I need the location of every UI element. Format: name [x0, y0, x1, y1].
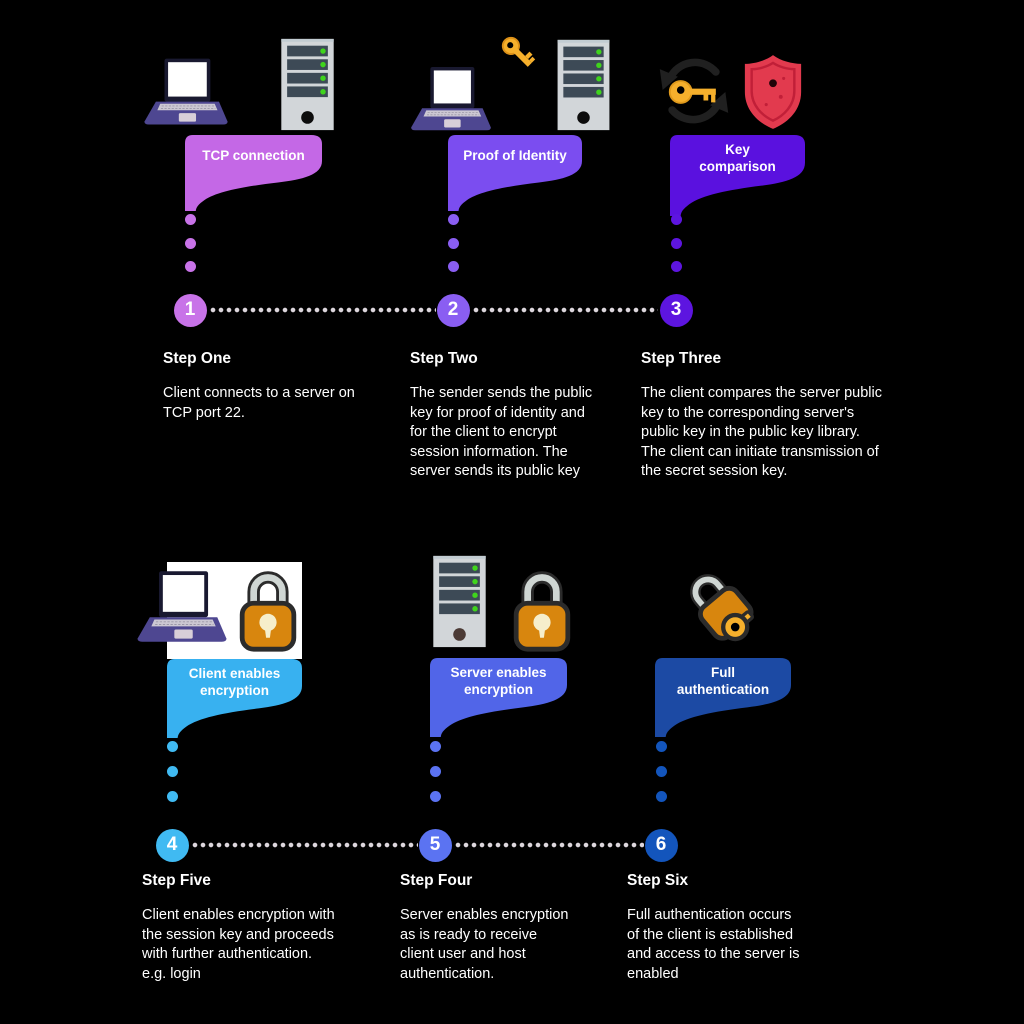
step-number-badge: 5: [418, 828, 452, 862]
trail-dot: [655, 766, 667, 777]
trail-dot: [184, 214, 196, 225]
step-6: Full authentication 6 Step Six Full auth…: [600, 545, 880, 1024]
trail-dot: [655, 741, 667, 752]
step-description: The sender sends the public key for proo…: [410, 385, 593, 479]
banner-label: Server enables encryption: [450, 665, 547, 697]
step-2: Proof of Identity 2 Step Two The sender …: [395, 30, 675, 510]
banner-label: Full authentication: [676, 665, 770, 697]
banner-bubble: Client enables encryption: [167, 659, 302, 738]
step-number-badge: 3: [659, 293, 693, 327]
step-number-badge: 2: [436, 293, 470, 327]
trail-dot: [429, 766, 441, 777]
trail-dot: [429, 741, 441, 752]
banner-label: Proof of Identity: [463, 148, 567, 163]
trail-dot: [670, 261, 682, 272]
trail-dot: [184, 238, 196, 249]
step-number-badge: 6: [644, 828, 678, 862]
trail-dot: [166, 766, 178, 777]
banner-bubble: TCP connection: [185, 135, 322, 211]
step-description: Client connects to a server on TCP port …: [163, 385, 355, 421]
step-1: TCP connection 1 Step One Client connect…: [130, 30, 410, 510]
padlock-icon: [513, 571, 571, 652]
timeline-connector: [472, 306, 658, 314]
laptop-icon: [144, 58, 228, 125]
timeline-connector: [191, 841, 418, 849]
trail-dot: [670, 214, 682, 225]
banner-label: Key comparison: [699, 142, 776, 174]
banner-bubble: Server enables encryption: [430, 658, 567, 737]
trail-dot: [670, 238, 682, 249]
laptop-icon: [411, 67, 491, 131]
step-description: The client compares the server public ke…: [641, 385, 882, 479]
banner-bubble: Proof of Identity: [448, 135, 582, 211]
step-heading: Step Six: [627, 872, 689, 889]
trail-dot: [184, 261, 196, 272]
trail-dot: [166, 741, 178, 752]
step-description: Client enables encryption with the sessi…: [142, 907, 335, 982]
step-3: Key comparison 3 Step Three The client c…: [620, 30, 900, 510]
step-4: Client enables encryption 4 Step Five Cl…: [110, 545, 390, 1024]
banner-bubble: Full authentication: [655, 658, 791, 737]
timeline-connector: [209, 306, 436, 314]
trail-dot: [447, 214, 459, 225]
step-heading: Step One: [163, 350, 232, 367]
banner-label: Client enables encryption: [188, 666, 281, 698]
trail-dot: [429, 791, 441, 802]
padlock-key-icon: [690, 574, 755, 642]
banner-shape: [448, 135, 582, 211]
trail-dot: [655, 791, 667, 802]
banner-shape: [167, 659, 302, 738]
step-heading: Step Three: [641, 350, 722, 367]
banner-shape: [185, 135, 322, 211]
trail-dot: [447, 261, 459, 272]
banner-bubble: Key comparison: [670, 135, 805, 216]
shield-icon: [744, 55, 802, 129]
trail-dot: [447, 238, 459, 249]
step-heading: Step Two: [410, 350, 478, 367]
server-icon: [281, 38, 334, 131]
banner-shape: [430, 658, 567, 737]
server-icon: [433, 555, 486, 648]
banner-label: TCP connection: [202, 148, 305, 163]
trail-dot: [166, 791, 178, 802]
banner-shape: [655, 658, 791, 737]
step-description: Server enables encryption as is ready to…: [400, 907, 569, 982]
banner-shape: [670, 135, 805, 216]
laptop-icon: [137, 571, 227, 642]
step-description: Full authentication occurs of the client…: [627, 907, 800, 982]
key-sync-icon: [659, 58, 729, 124]
step-number-badge: 4: [155, 828, 189, 862]
padlock-icon: [239, 571, 297, 652]
step-heading: Step Five: [142, 872, 211, 889]
timeline-connector: [454, 841, 644, 849]
step-heading: Step Four: [400, 872, 473, 889]
step-5: Server enables encryption 5 Step Four Se…: [375, 545, 655, 1024]
key-icon: [501, 36, 536, 67]
server-icon: [557, 39, 610, 131]
step-number-badge: 1: [173, 293, 207, 327]
